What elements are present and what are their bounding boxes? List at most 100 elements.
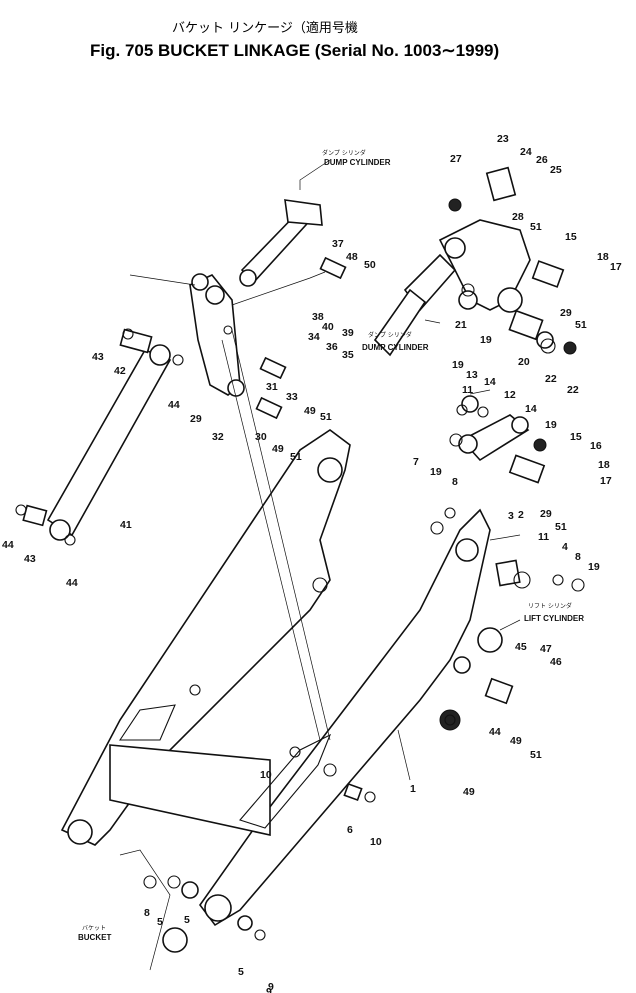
callout-number: 38 <box>312 311 324 323</box>
callout-number: 19 <box>588 561 600 573</box>
dump-cylinder-lower-label: DUMP CYLINDER <box>362 343 429 352</box>
callout-number: 21 <box>455 319 467 331</box>
callout-number: 44 <box>66 577 78 589</box>
callout-number: 44 <box>489 726 501 738</box>
callout-number: 47 <box>540 643 552 655</box>
dump-cylinder-upper-label: DUMP CYLINDER <box>324 158 391 167</box>
dump-cylinder-upper-jp-label: ダンプ シリンダ <box>322 149 366 157</box>
dump-cylinder-lower-jp-label: ダンプ シリンダ <box>368 331 412 339</box>
callout-number: 27 <box>450 153 462 165</box>
callout-number: 51 <box>555 521 567 533</box>
callout-number: 17 <box>600 475 612 487</box>
callout-number: 51 <box>290 451 302 463</box>
callout-number: 5 <box>157 916 163 928</box>
callout-number: 18 <box>598 459 610 471</box>
callout-number: 49 <box>463 786 475 798</box>
callout-number: 48 <box>346 251 358 263</box>
callout-number: 51 <box>530 221 542 233</box>
callout-number: 42 <box>114 365 126 377</box>
callout-number: 16 <box>590 440 602 452</box>
callout-number: 29 <box>560 307 572 319</box>
lift-cylinder-label: LIFT CYLINDER <box>524 614 584 623</box>
callout-numbers: 1 2 3 4 5 5 5 6 7 8 8 8 9 9 10 10 11 11 … <box>2 133 622 993</box>
callout-number: 24 <box>520 146 532 158</box>
callout-number: 10 <box>260 769 272 781</box>
title-english: Fig. 705 BUCKET LINKAGE (Serial No. 1003… <box>90 41 499 60</box>
callout-number: 20 <box>518 356 530 368</box>
callout-number: 17 <box>610 261 622 273</box>
callout-number: 44 <box>2 539 14 551</box>
callout-number: 25 <box>550 164 562 176</box>
callout-number: 2 <box>518 509 524 521</box>
callout-number: 13 <box>466 369 478 381</box>
callout-number: 5 <box>184 914 190 926</box>
lift-cylinder-jp-label: リフト シリンダ <box>528 602 572 610</box>
callout-number: 30 <box>255 431 267 443</box>
callout-number: 19 <box>452 359 464 371</box>
callout-number: 1 <box>410 783 416 795</box>
callout-number: 4 <box>562 541 568 553</box>
link-rod <box>46 344 172 541</box>
callout-number: 35 <box>342 349 354 361</box>
callout-number: 37 <box>332 238 344 250</box>
callout-number: 10 <box>370 836 382 848</box>
callout-number: 51 <box>575 319 587 331</box>
callout-number: 23 <box>497 133 509 145</box>
callout-number: 9 <box>266 986 272 993</box>
leader-lines <box>119 271 521 971</box>
callout-number: 32 <box>212 431 224 443</box>
callout-number: 5 <box>238 966 244 978</box>
callout-number: 15 <box>570 431 582 443</box>
callout-number: 11 <box>538 531 549 543</box>
dump-cylinder-upper <box>239 159 331 287</box>
callout-number: 28 <box>512 211 524 223</box>
callout-number: 8 <box>452 476 458 488</box>
callout-number: 41 <box>120 519 132 531</box>
callout-number: 19 <box>430 466 442 478</box>
callout-number: 22 <box>545 373 557 385</box>
callout-number: 34 <box>308 331 320 343</box>
callout-number: 29 <box>540 508 552 520</box>
lift-arm <box>60 429 491 927</box>
dump-link-bracket <box>373 166 577 357</box>
callout-number: 40 <box>322 321 334 333</box>
callout-number: 49 <box>510 735 522 747</box>
callout-number: 49 <box>304 405 316 417</box>
callout-number: 45 <box>515 641 527 653</box>
callout-number: 49 <box>272 443 284 455</box>
callout-number: 8 <box>144 907 150 919</box>
callout-number: 51 <box>530 749 542 761</box>
callout-number: 19 <box>545 419 557 431</box>
callout-number: 19 <box>480 334 492 346</box>
callout-number: 50 <box>364 259 376 271</box>
callout-number: 11 <box>462 384 473 396</box>
callout-number: 18 <box>597 251 609 263</box>
callout-number: 43 <box>24 553 36 565</box>
callout-number: 8 <box>575 551 581 563</box>
bucket-label: BUCKET <box>78 933 111 942</box>
callout-number: 6 <box>347 824 353 836</box>
callout-number: 51 <box>320 411 332 423</box>
callout-number: 12 <box>504 389 516 401</box>
callout-number: 39 <box>342 327 354 339</box>
callout-number: 26 <box>536 154 548 166</box>
callout-number: 46 <box>550 656 562 668</box>
callout-number: 29 <box>190 413 202 425</box>
bucket-jp-label: バケット <box>82 925 106 932</box>
callout-number: 22 <box>567 384 579 396</box>
callout-number: 9 <box>268 981 274 993</box>
callout-number: 44 <box>168 399 180 411</box>
title-japanese: バケット リンケージ（適用号機 <box>172 20 358 36</box>
callout-number: 36 <box>326 341 338 353</box>
callout-number: 43 <box>92 351 104 363</box>
callout-number: 3 <box>508 510 514 522</box>
callout-number: 33 <box>286 391 298 403</box>
callout-number: 31 <box>266 381 278 393</box>
callout-number: 14 <box>484 376 496 388</box>
pins-bushings <box>15 198 585 953</box>
bell-crank <box>189 273 245 397</box>
callout-number: 15 <box>565 231 577 243</box>
callout-number: 14 <box>525 403 537 415</box>
callout-number: 7 <box>413 456 419 468</box>
